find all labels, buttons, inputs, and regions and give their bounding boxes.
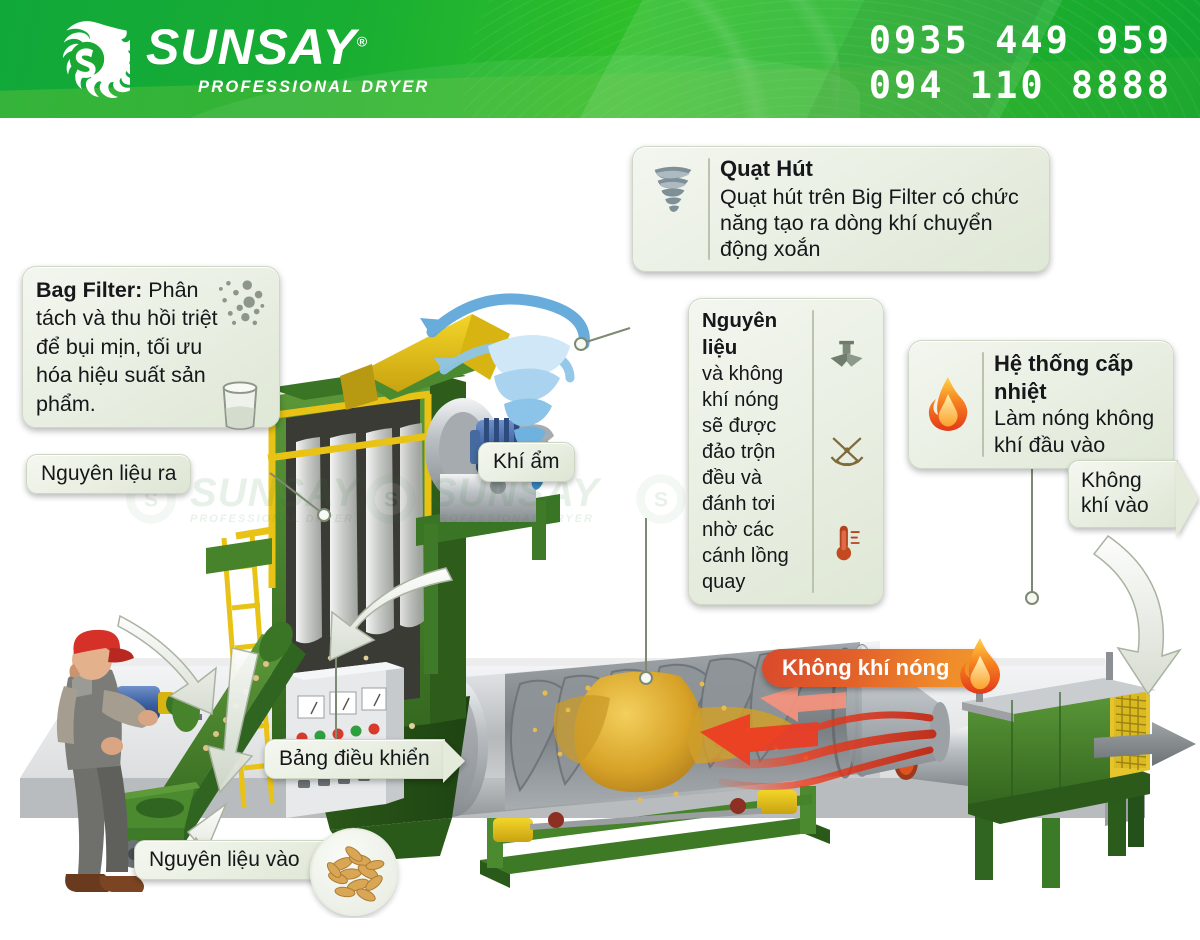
flame-icon <box>957 637 1003 695</box>
logo: SUNSAY® PROFESSIONAL DRYER <box>44 16 430 102</box>
callout-divider <box>708 158 710 261</box>
product-cup-icon <box>216 376 264 432</box>
header-wave-left <box>0 0 840 118</box>
tornado-icon-graphic <box>420 293 590 490</box>
callout-body: Làm nóng không khí đầu vào <box>994 406 1155 457</box>
brand-header: SUNSAY® PROFESSIONAL DRYER 0935 449 959 … <box>0 0 1200 118</box>
operator-figure <box>56 629 158 892</box>
label-moist-air[interactable]: Khí ẩm <box>478 442 575 482</box>
label-air-in[interactable]: Không khí vào <box>1068 460 1198 538</box>
label-text: Không khí vào <box>1081 469 1149 517</box>
arrow-moist-air <box>329 567 454 662</box>
arrow-air-intake <box>1094 722 1196 766</box>
paddle-blade-icon <box>830 340 863 367</box>
hot-airflow <box>700 686 937 790</box>
grain-pile-icon <box>309 828 398 916</box>
crossed-flails-icon <box>830 436 864 466</box>
tornado-icon <box>646 156 700 216</box>
arrow-material-out <box>117 614 217 716</box>
label-material-out[interactable]: Nguyên liệu ra <box>26 454 192 494</box>
phone-number-1[interactable]: 0935 449 959 <box>868 19 1172 62</box>
arrow-air-in-curve <box>1092 534 1182 696</box>
callout-title: Hệ thống cấp nhiệt <box>994 351 1134 404</box>
registered-mark: ® <box>356 33 368 50</box>
callout-heat-system[interactable]: Hệ thống cấp nhiệt Làm nóng không khí đầ… <box>908 340 1174 469</box>
callout-body: Quạt hút trên Big Filter có chức năng tạ… <box>720 184 1019 262</box>
callout-body: và không khí nóng sẽ được đảo trộn đều v… <box>702 363 789 594</box>
thermometer-icon <box>836 526 860 561</box>
badge-text: Không khí nóng <box>782 655 950 680</box>
callout-divider <box>812 310 814 594</box>
flame-icon <box>922 376 974 432</box>
callout-divider <box>982 352 984 457</box>
label-text: Khí ẩm <box>493 450 560 473</box>
brand-name: SUNSAY® <box>146 19 368 76</box>
dust-particles-icon <box>202 274 268 334</box>
label-text: Nguyên liệu ra <box>41 462 177 485</box>
label-arrow-tip <box>1176 460 1198 538</box>
machine-diagram: S SUNSAY PROFESSIONAL DRYER S SUNSAY PRO… <box>0 118 1200 918</box>
brand-tagline: PROFESSIONAL DRYER <box>198 78 430 97</box>
dryer-machine-illustration <box>20 293 1196 892</box>
label-control-panel[interactable]: Bảng điều khiển <box>264 739 465 783</box>
label-text: Bảng điều khiển <box>279 747 430 770</box>
label-material-in[interactable]: Nguyên liệu vào <box>134 828 398 916</box>
drum-roller <box>493 790 797 842</box>
callout-title: Quạt Hút <box>720 156 813 181</box>
brand-text: SUNSAY® PROFESSIONAL DRYER <box>146 22 430 96</box>
phone-number-2[interactable]: 094 110 8888 <box>868 64 1172 108</box>
callout-body: Phân tách và thu hồi triệt để bụi mịn, t… <box>36 278 218 416</box>
callout-material-mixing[interactable]: Nguyên liệu và không khí nóng sẽ được đả… <box>688 298 884 606</box>
label-text: Nguyên liệu vào <box>149 848 300 871</box>
callout-bag-filter[interactable]: Bag Filter: Phân tách và thu hồi triệt đ… <box>22 266 280 430</box>
label-arrow-tip <box>442 739 465 783</box>
arrow-flow-down <box>206 647 259 794</box>
callout-text: Bag Filter: Phân tách và thu hồi triệt đ… <box>36 276 236 418</box>
sunsay-swirl-logo-icon <box>44 16 130 102</box>
phone-numbers: 0935 449 959 094 110 8888 <box>869 18 1172 108</box>
callout-title: Bag Filter: <box>36 278 143 302</box>
callout-suction-fan[interactable]: Quạt Hút Quạt hút trên Big Filter có chứ… <box>632 146 1050 273</box>
badge-hot-air[interactable]: Không khí nóng <box>762 638 1001 694</box>
callout-title: Nguyên liệu <box>702 309 778 359</box>
